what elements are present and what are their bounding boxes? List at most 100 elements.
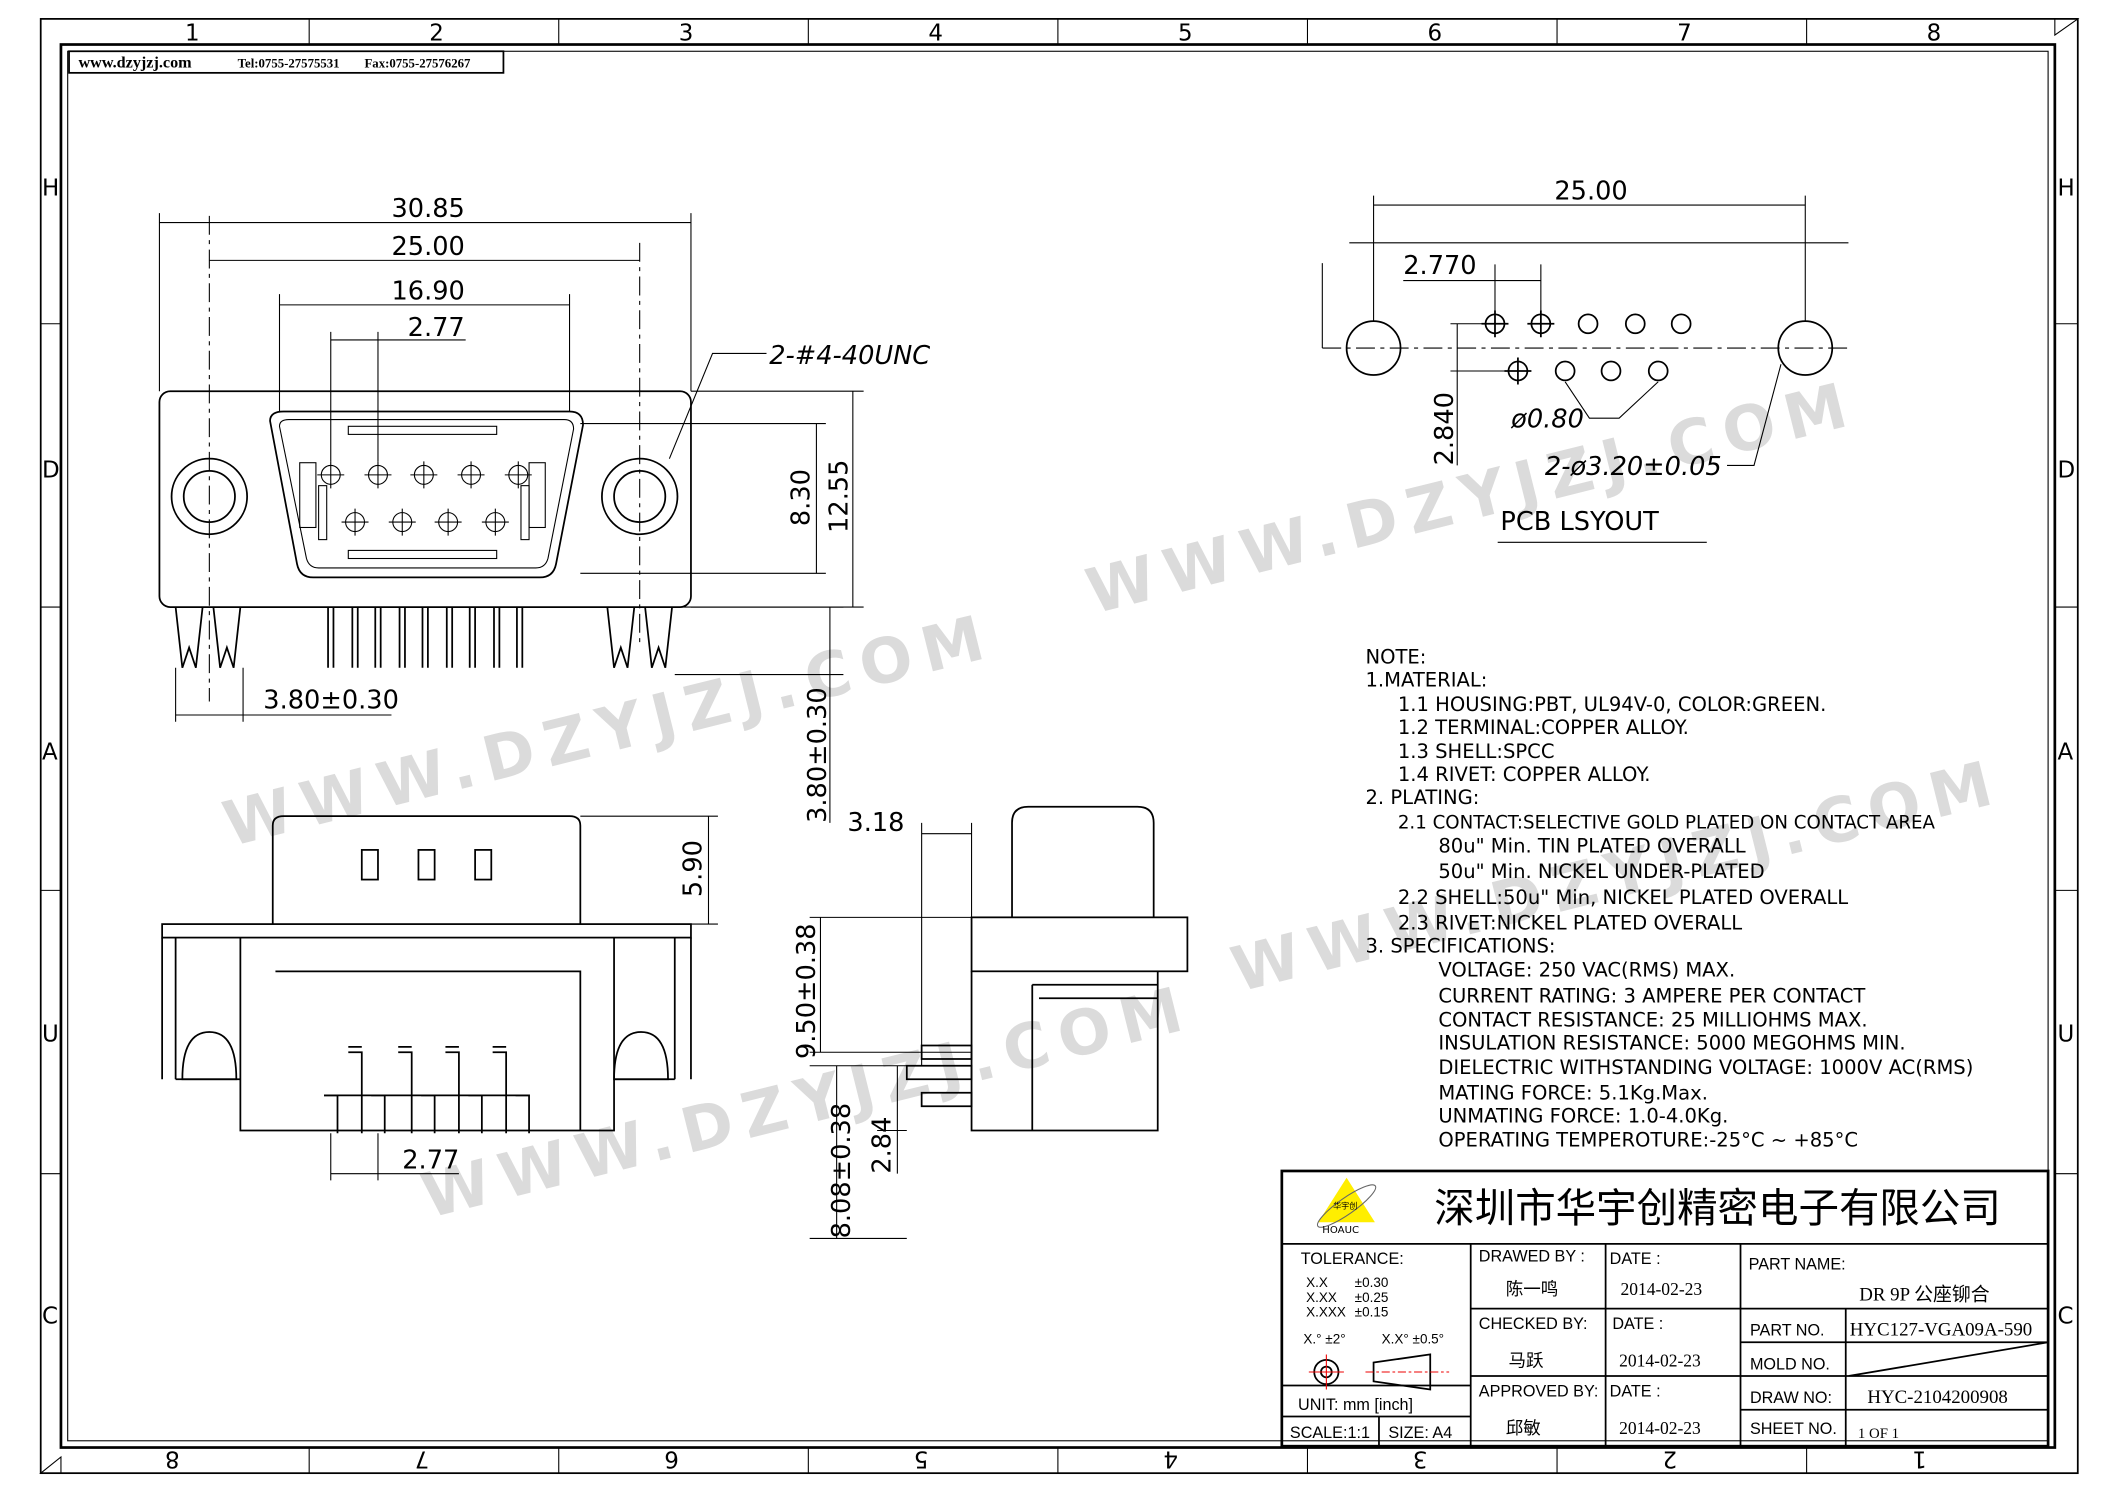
approved-by-label: APPROVED BY: — [1479, 1382, 1599, 1400]
zone-col: 3 — [679, 20, 694, 46]
tol-fmt: X.X — [1306, 1275, 1328, 1290]
contact-header: www.dzyjzj.com Tel:0755-27575531 Fax:075… — [68, 50, 505, 74]
zone-row: H — [2058, 176, 2075, 202]
zone-col: 7 — [1677, 20, 1692, 46]
projection-symbol-icon — [1308, 1353, 1450, 1391]
note-line: OPERATING TEMPEROTURE:-25°C ~ +85°C — [1438, 1129, 1858, 1152]
date-label: DATE : — [1610, 1250, 1661, 1268]
angle-tol-1: X.° ±2° — [1303, 1332, 1345, 1347]
tol-val: ±0.15 — [1355, 1305, 1389, 1320]
website-link[interactable]: www.dzyjzj.com — [78, 54, 192, 71]
note-line: UNMATING FORCE: 1.0-4.0Kg. — [1438, 1104, 1728, 1127]
dim-3-80-v: 3.80±0.30 — [803, 687, 833, 823]
zone-col: 8 — [165, 1446, 180, 1472]
note-line: 1.3 SHELL:SPCC — [1398, 740, 1555, 763]
note-line: 80u" Min. TIN PLATED OVERALL — [1438, 835, 1745, 858]
date-drawn: 2014-02-23 — [1620, 1279, 1702, 1299]
pcb-layout-title: PCB LSYOUT — [1500, 507, 1659, 537]
dim-2-77-bottom: 2.77 — [402, 1145, 459, 1175]
dim-3-18: 3.18 — [847, 808, 904, 838]
note-line: 1.4 RIVET: COPPER ALLOY. — [1398, 763, 1651, 786]
tol-fmt: X.XX — [1306, 1290, 1337, 1305]
dim-9-50: 9.50±0.38 — [792, 923, 822, 1059]
dim-5-90: 5.90 — [679, 840, 709, 897]
zone-row: A — [42, 740, 58, 766]
checked-by-label: CHECKED BY: — [1479, 1315, 1588, 1333]
zone-col: 2 — [1663, 1446, 1678, 1472]
zone-col: 2 — [429, 20, 444, 46]
zone-col: 7 — [415, 1446, 430, 1472]
scale: SCALE:1:1 — [1290, 1424, 1370, 1442]
zone-labels: 1 2 3 4 5 6 7 8 1 2 3 4 5 6 7 8 H D A U … — [42, 20, 2075, 1471]
dim-2-840: 2.840 — [1430, 392, 1460, 465]
part-no-label: PART NO. — [1750, 1322, 1825, 1340]
date-label: DATE : — [1610, 1382, 1661, 1400]
logo-brand: HOAUC — [1322, 1225, 1359, 1236]
note-line: 2.1 CONTACT:SELECTIVE GOLD PLATED ON CON… — [1398, 812, 1936, 833]
zone-col: 8 — [1927, 20, 1942, 46]
draw-no-label: DRAW NO: — [1750, 1389, 1832, 1407]
date-label: DATE : — [1612, 1315, 1663, 1333]
zone-col: 3 — [1413, 1446, 1428, 1472]
tolerance-label: TOLERANCE: — [1301, 1250, 1404, 1268]
date-checked: 2014-02-23 — [1619, 1351, 1701, 1371]
tol-val: ±0.25 — [1355, 1290, 1389, 1305]
dim-25-00-pcb: 25.00 — [1554, 177, 1627, 207]
part-name-label: PART NAME: — [1749, 1255, 1846, 1273]
mount-hole-dim: 2-ø3.20±0.05 — [1545, 452, 1722, 482]
dim-8-08: 8.08±0.38 — [827, 1103, 857, 1239]
mold-no-label: MOLD NO. — [1750, 1355, 1830, 1373]
draw-no: HYC-2104200908 — [1867, 1387, 2008, 1408]
note-line: 1.MATERIAL: — [1365, 669, 1487, 692]
note-line: NOTE: — [1365, 646, 1426, 669]
note-line: VOLTAGE: 250 VAC(RMS) MAX. — [1438, 959, 1735, 982]
zone-row: D — [2058, 458, 2076, 484]
bottom-view: 5.90 2.77 — [161, 815, 718, 1181]
note-line: MATING FORCE: 5.1Kg.Max. — [1438, 1081, 1708, 1104]
solder-pins — [174, 606, 673, 669]
approved-by: 邱敏 — [1506, 1418, 1541, 1438]
zone-row: C — [2058, 1303, 2074, 1329]
watermark: WWW.DZYJZJ.COM — [1079, 366, 1864, 628]
zone-col: 6 — [1428, 20, 1443, 46]
zone-col: 5 — [914, 1446, 929, 1472]
sheet-no-label: SHEET NO. — [1750, 1420, 1837, 1438]
zone-col: 4 — [928, 20, 943, 46]
sheet-no: 1 OF 1 — [1858, 1426, 1899, 1442]
date-approved: 2014-02-23 — [1619, 1418, 1701, 1438]
paper-size: SIZE: A4 — [1388, 1424, 1452, 1442]
pin-hole-dim: ø0.80 — [1510, 405, 1584, 435]
zone-row: U — [2058, 1021, 2075, 1047]
dim-2-84: 2.84 — [868, 1117, 898, 1174]
zone-row: D — [42, 458, 60, 484]
checked-by: 马跃 — [1508, 1351, 1544, 1371]
unit: UNIT: mm [inch] — [1298, 1396, 1413, 1414]
note-line: INSULATION RESISTANCE: 5000 MEGOHMS MIN. — [1438, 1032, 1905, 1055]
dim-25-00: 25.00 — [391, 232, 464, 262]
note-line: 2. PLATING: — [1365, 786, 1479, 809]
drawing-frame — [39, 18, 2080, 1475]
note-line: CONTACT RESISTANCE: 25 MILLIOHMS MAX. — [1438, 1009, 1867, 1032]
zone-col: 5 — [1178, 20, 1193, 46]
part-name: DR 9P 公座铆合 — [1859, 1283, 1990, 1305]
tel-number: Tel:0755-27575531 — [238, 56, 340, 70]
part-no: HYC127-VGA09A-590 — [1850, 1320, 2032, 1341]
zone-row: C — [42, 1303, 58, 1329]
dim-12-55: 12.55 — [824, 460, 854, 533]
note-line: 1.1 HOUSING:PBT, UL94V-0, COLOR:GREEN. — [1398, 693, 1826, 716]
dim-3-80-h: 3.80±0.30 — [263, 685, 399, 715]
zone-row: U — [42, 1021, 59, 1047]
dim-2-77: 2.77 — [408, 313, 465, 343]
company-name: 深圳市华宇创精密电子有限公司 — [1434, 1184, 2001, 1232]
note-line: 2.3 RIVET:NICKEL PLATED OVERALL — [1398, 911, 1742, 934]
logo-mark: 华宇创 — [1333, 1201, 1357, 1211]
note-line: CURRENT RATING: 3 AMPERE PER CONTACT — [1438, 984, 1865, 1007]
drawed-by: 陈一鸣 — [1506, 1279, 1559, 1299]
tol-val: ±0.30 — [1355, 1275, 1389, 1290]
drawed-by-label: DRAWED BY : — [1479, 1247, 1585, 1265]
zone-row: H — [42, 176, 59, 202]
note-line: 3. SPECIFICATIONS: — [1365, 934, 1555, 957]
note-line: 50u" Min. NICKEL UNDER-PLATED — [1438, 860, 1764, 883]
thread-callout: 2-#4-40UNC — [769, 341, 930, 371]
